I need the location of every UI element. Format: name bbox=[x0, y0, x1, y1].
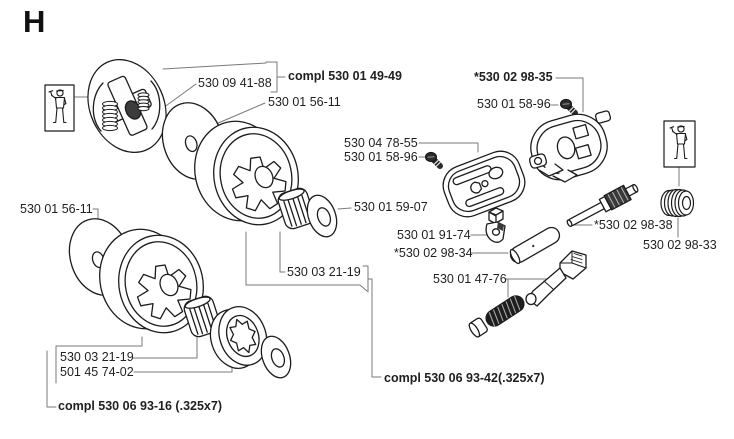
part-label-530-04-78-55: 530 04 78-55 bbox=[344, 136, 418, 150]
oiler-pump-drawing bbox=[468, 250, 587, 338]
bar-plate-drawing bbox=[442, 150, 526, 218]
part-label-530-01-58-96-mid: 530 01 58-96 bbox=[344, 150, 418, 164]
part-label-compl-530-01-49-49: compl 530 01 49-49 bbox=[288, 69, 402, 83]
part-label-501-45-74-02: 501 45 74-02 bbox=[60, 365, 134, 379]
part-label-530-01-58-96-top: 530 01 58-96 bbox=[477, 97, 551, 111]
part-label-530-02-98-34: *530 02 98-34 bbox=[394, 246, 473, 260]
part-label-530-09-41-88: 530 09 41-88 bbox=[198, 76, 272, 90]
section-letter: H bbox=[23, 4, 46, 39]
part-label-530-01-56-11-left: 530 01 56-11 bbox=[20, 202, 93, 216]
clutch-spring-right bbox=[137, 92, 150, 112]
service-icon-right bbox=[663, 120, 696, 168]
part-label-530-02-98-38: *530 02 98-38 bbox=[594, 218, 673, 232]
service-icon-left bbox=[44, 84, 75, 132]
part-label-530-01-56-11-top: 530 01 56-11 bbox=[268, 95, 341, 109]
oiler-plug-drawing bbox=[468, 317, 488, 338]
pump-shaft-drawing bbox=[566, 183, 639, 228]
clutch-spring-left bbox=[102, 100, 118, 132]
part-label-530-02-98-33: 530 02 98-33 bbox=[643, 238, 717, 252]
part-label-compl-530-06-93-16: compl 530 06 93-16 (.325x7) bbox=[58, 399, 222, 413]
oiler-spring-drawing bbox=[485, 295, 525, 327]
clutch-drawing bbox=[87, 58, 167, 154]
part-label-530-01-91-74: 530 01 91-74 bbox=[397, 228, 471, 242]
rim-sprocket-drawing bbox=[209, 306, 268, 369]
chain-catcher-drawing bbox=[485, 207, 506, 243]
part-label-530-03-21-19-bot: 530 03 21-19 bbox=[60, 350, 134, 364]
part-label-530-01-59-07: 530 01 59-07 bbox=[354, 200, 428, 214]
part-label-530-01-47-76: 530 01 47-76 bbox=[433, 272, 507, 286]
part-label-530-03-21-19-mid: 530 03 21-19 bbox=[287, 265, 361, 279]
leader-lines bbox=[46, 61, 680, 408]
part-label-530-02-98-35: *530 02 98-35 bbox=[474, 70, 553, 84]
screw-upper-drawing bbox=[561, 99, 576, 113]
screw-mid-drawing bbox=[426, 152, 441, 166]
oil-pump-housing-drawing bbox=[528, 110, 612, 183]
worm-gear-drawing bbox=[660, 188, 695, 218]
part-label-compl-530-06-93-42: compl 530 06 93-42(.325x7) bbox=[384, 371, 545, 385]
pin-drawing bbox=[509, 226, 561, 265]
